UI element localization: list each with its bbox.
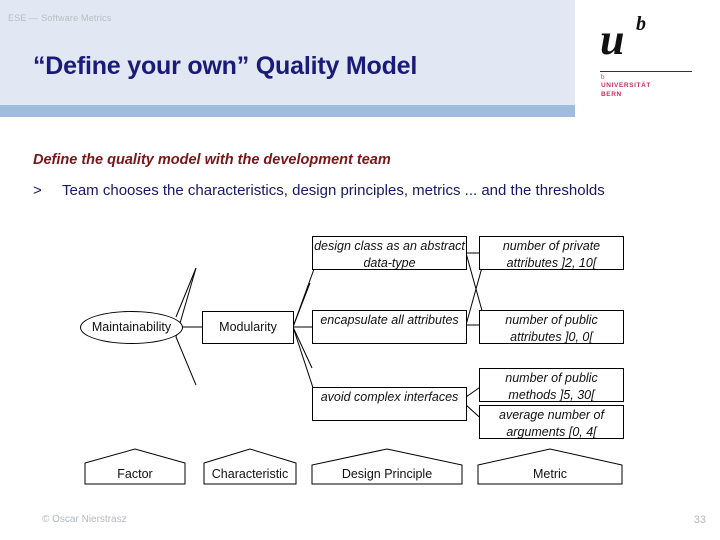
legend-label-characteristic: Characteristic [211, 467, 289, 481]
node-metric-2[interactable]: number of public attributes ]0, 0[ [479, 310, 624, 344]
node-metric-4[interactable]: average number of arguments [0, 4[ [479, 405, 624, 439]
header-stripe [0, 105, 720, 117]
legend-shape-design-principle [311, 448, 463, 485]
legend-shape-characteristic [203, 448, 297, 485]
legend-shape-metric [477, 448, 623, 485]
node-characteristic[interactable]: Modularity [202, 311, 294, 344]
node-design-principle-1[interactable]: design class as an abstract data-type [312, 236, 467, 270]
logo-u-glyph: u [600, 15, 625, 64]
logo-panel [575, 0, 720, 117]
page-title: “Define your own” Quality Model [33, 52, 418, 80]
legend-item-metric[interactable]: Metric [477, 447, 623, 485]
logo-wordmark-line2: BERN [601, 91, 622, 98]
logo-wordmark-line1: UNIVERSITÄT [601, 82, 651, 89]
legend-item-factor[interactable]: Factor [84, 447, 186, 485]
course-eyebrow: ESE — Software Metrics [8, 13, 112, 23]
bullet-label: Team chooses the characteristics, design… [62, 182, 605, 199]
university-logo: u b b UNIVERSITÄT BERN [600, 14, 696, 99]
logo-divider [600, 71, 692, 72]
bullet-marker: > [33, 182, 42, 199]
quality-model-diagram: Maintainability Modularity design class … [0, 225, 720, 500]
logo-wordmark: UNIVERSITÄT BERN [601, 81, 651, 99]
legend-label-factor: Factor [117, 467, 153, 481]
legend-shape-factor [84, 448, 186, 485]
logo-b-glyph: b [636, 13, 646, 35]
node-design-principle-2[interactable]: encapsulate all attributes [312, 310, 467, 344]
node-factor[interactable]: Maintainability [80, 311, 183, 344]
logo-tick-glyph: b [601, 73, 605, 81]
node-design-principle-3[interactable]: avoid complex interfaces [312, 387, 467, 421]
bullet-item: > Team chooses the characteristics, desi… [33, 181, 683, 201]
node-metric-3[interactable]: number of public methods ]5, 30[ [479, 368, 624, 402]
legend-label-metric: Metric [532, 467, 568, 481]
legend-item-design-principle[interactable]: Design Principle [311, 447, 463, 485]
node-metric-1[interactable]: number of private attributes ]2, 10[ [479, 236, 624, 270]
legend-item-characteristic[interactable]: Characteristic [203, 447, 297, 485]
lead-statement: Define the quality model with the develo… [33, 152, 391, 168]
footer-copyright: © Oscar Nierstrasz [42, 514, 127, 525]
legend-label-design-principle: Design Principle [341, 467, 433, 481]
footer-page-number: 33 [693, 514, 706, 526]
